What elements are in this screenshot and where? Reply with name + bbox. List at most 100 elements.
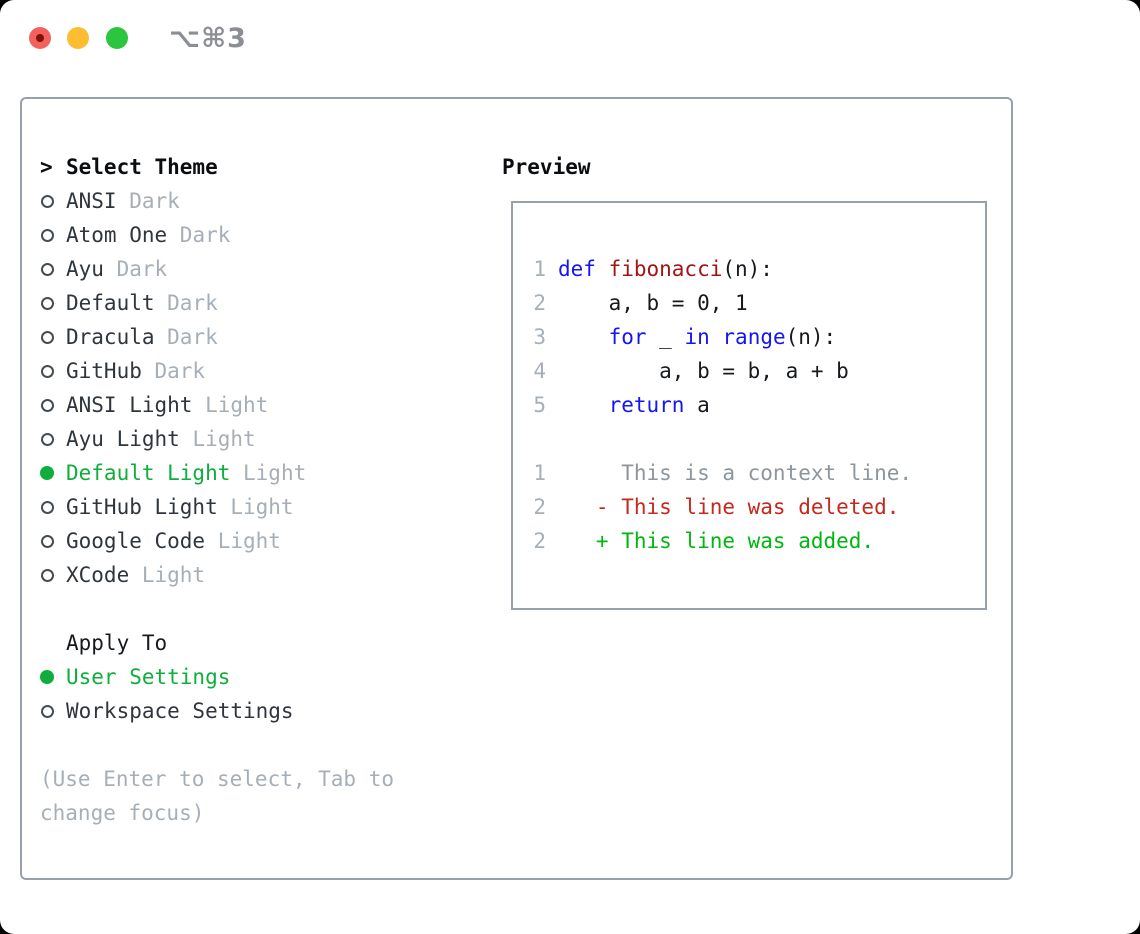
code-token: return xyxy=(608,393,685,417)
select-theme-title: Select Theme xyxy=(66,155,218,179)
theme-option-dracula[interactable]: Dracula Dark xyxy=(40,320,394,354)
line-content: a, b = 0, 1 xyxy=(558,286,748,320)
theme-variant-tag: Light xyxy=(217,495,294,519)
preview-line: 3 for _ in range(n): xyxy=(513,320,985,354)
theme-option-default[interactable]: Default Dark xyxy=(40,286,394,320)
preview-line: 5 return a xyxy=(513,388,985,422)
apply-option-user-settings[interactable]: User Settings xyxy=(40,660,394,694)
preview-line: 1 This is a context line. xyxy=(513,456,985,490)
code-token: - This line was deleted. xyxy=(558,495,900,519)
close-button[interactable] xyxy=(29,27,51,49)
preview-line: 2 + This line was added. xyxy=(513,524,985,558)
theme-variant-tag: Dark xyxy=(141,359,206,383)
theme-variant-tag: Light xyxy=(179,427,256,451)
line-number: 1 xyxy=(533,257,546,281)
theme-name: Default Light xyxy=(66,461,231,485)
theme-name: ANSI Light xyxy=(66,393,193,417)
theme-option-github[interactable]: GitHub Dark xyxy=(40,354,394,388)
line-number: 4 xyxy=(533,359,546,383)
theme-variant-tag: Light xyxy=(129,563,206,587)
line-number: 2 xyxy=(533,291,546,315)
preview-line: 2 - This line was deleted. xyxy=(513,490,985,524)
theme-variant-tag: Light xyxy=(230,461,307,485)
line-number: 2 xyxy=(533,529,546,553)
line-content: - This line was deleted. xyxy=(558,490,899,524)
theme-option-xcode[interactable]: XCode Light xyxy=(40,558,394,592)
spacer-row xyxy=(40,728,394,762)
code-token: def xyxy=(558,257,609,281)
code-token: for xyxy=(608,325,647,349)
zoom-button[interactable] xyxy=(106,27,128,49)
theme-name: GitHub Light xyxy=(66,495,218,519)
code-token: + This line was added. xyxy=(558,529,875,553)
theme-name: Google Code xyxy=(66,529,206,553)
radio-icon xyxy=(41,432,54,446)
radio-icon xyxy=(41,568,54,582)
theme-option-ayu[interactable]: Ayu Dark xyxy=(40,252,394,286)
hint-text-line-1: (Use Enter to select, Tab to xyxy=(40,767,395,791)
select-theme-heading: > Select Theme xyxy=(40,150,394,184)
apply-to-title: Apply To xyxy=(66,631,168,655)
radio-icon xyxy=(41,296,54,310)
radio-icon xyxy=(41,228,54,242)
theme-option-atom-one[interactable]: Atom One Dark xyxy=(40,218,394,252)
preview-line: 2 a, b = 0, 1 xyxy=(513,286,985,320)
theme-option-ansi[interactable]: ANSI Dark xyxy=(40,184,394,218)
code-token xyxy=(558,325,609,349)
theme-variant-tag: Light xyxy=(192,393,269,417)
code-token: _ xyxy=(646,325,685,349)
code-token: a, b = 0, 1 xyxy=(558,291,748,315)
code-token xyxy=(558,393,609,417)
keyboard-shortcut-label: ⌥⌘3 xyxy=(169,23,247,54)
theme-name: Atom One xyxy=(66,223,168,247)
window-titlebar: ⌥⌘3 xyxy=(0,0,1140,97)
theme-option-google-code[interactable]: Google Code Light xyxy=(40,524,394,558)
radio-selected-icon xyxy=(40,466,54,480)
theme-name: Ayu Light xyxy=(66,427,180,451)
theme-name: Dracula xyxy=(66,325,155,349)
line-number: 5 xyxy=(533,393,546,417)
focus-caret-icon: > xyxy=(40,155,53,179)
theme-variant-tag: Dark xyxy=(103,257,168,281)
theme-name: ANSI xyxy=(66,189,117,213)
line-content: def fibonacci(n): xyxy=(558,252,773,286)
code-token: a, b = b, a + b xyxy=(558,359,849,383)
radio-icon xyxy=(41,500,54,514)
spacer-row xyxy=(40,592,394,626)
line-number: 3 xyxy=(533,325,546,349)
theme-option-ayu-light[interactable]: Ayu Light Light xyxy=(40,422,394,456)
radio-icon xyxy=(41,262,54,276)
radio-icon xyxy=(41,704,54,718)
theme-name: Default xyxy=(66,291,155,315)
radio-icon xyxy=(41,398,54,412)
theme-option-ansi-light[interactable]: ANSI Light Light xyxy=(40,388,394,422)
line-content: This is a context line. xyxy=(558,456,912,490)
code-token xyxy=(710,325,723,349)
preview-line: 1 def fibonacci(n): xyxy=(513,252,985,286)
line-content: a, b = b, a + b xyxy=(558,354,849,388)
apply-option-workspace-settings[interactable]: Workspace Settings xyxy=(40,694,394,728)
unsaved-changes-dot xyxy=(36,34,44,42)
theme-option-default-light[interactable]: Default Light Light xyxy=(40,456,394,490)
theme-variant-tag: Dark xyxy=(116,189,180,213)
theme-variant-tag: Light xyxy=(205,529,281,553)
theme-option-github-light[interactable]: GitHub Light Light xyxy=(40,490,394,524)
code-token: fibonacci xyxy=(608,257,723,281)
theme-variant-tag: Dark xyxy=(154,325,218,349)
theme-name: Ayu xyxy=(66,257,104,281)
preview-heading: Preview xyxy=(502,155,591,179)
theme-name: XCode xyxy=(66,563,130,587)
minimize-button[interactable] xyxy=(67,27,89,49)
theme-variant-tag: Dark xyxy=(154,291,218,315)
apply-option-label: Workspace Settings xyxy=(66,699,294,723)
radio-icon xyxy=(41,534,54,548)
line-number: 2 xyxy=(533,495,546,519)
radio-icon xyxy=(41,364,54,378)
preview-line: 4 a, b = b, a + b xyxy=(513,354,985,388)
